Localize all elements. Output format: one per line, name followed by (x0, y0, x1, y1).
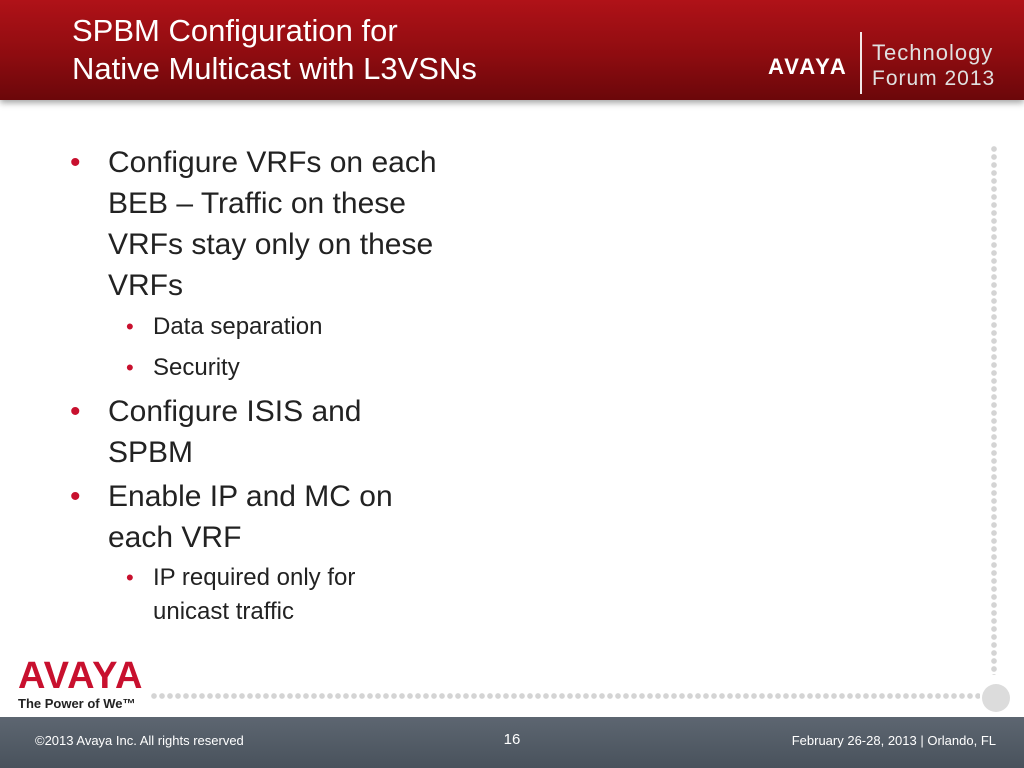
bullet-configure-isis: • Configure ISIS and SPBM (70, 391, 510, 473)
header-bar: SPBM Configuration for Native Multicast … (0, 0, 1024, 100)
bullet-marker: • (70, 395, 81, 428)
avaya-logo: AVAYA The Power of We™ (18, 655, 143, 711)
bullet-configure-vrfs: • Configure VRFs on each BEB – Traffic o… (70, 142, 510, 306)
header-avaya-logo: AVAYA (768, 54, 848, 79)
event-name-line-2: Forum 2013 (872, 67, 996, 90)
event-name-line-1: Technology (872, 40, 994, 65)
title-line-2: Native Multicast with L3VSNs (72, 51, 477, 86)
bullet-marker: • (70, 146, 81, 179)
bullet-line: Configure ISIS and (108, 395, 362, 428)
bullet-line: Configure VRFs on each (108, 146, 437, 179)
bullet-line: BEB – Traffic on these (108, 187, 406, 220)
bullet-line: Enable IP and MC on (108, 480, 393, 513)
decorative-dot-column (990, 145, 998, 675)
footer-event-info: February 26-28, 2013 | Orlando, FL (791, 733, 996, 748)
brand-divider (860, 32, 862, 94)
bullet-enable-ip-mc: • Enable IP and MC on each VRF (70, 476, 510, 558)
event-brand: AVAYA Technology Forum 2013 (768, 30, 1008, 94)
sub-bullet-text: Security (153, 354, 240, 381)
bullet-line: IP required only for (153, 564, 356, 591)
bullet-marker: • (70, 480, 81, 513)
sub-bullet-data-separation: • Data separation (70, 309, 510, 344)
sub-bullet-text: Data separation (153, 313, 323, 340)
bullet-line: unicast traffic (153, 598, 294, 625)
footer-bar: ©2013 Avaya Inc. All rights reserved 16 … (0, 717, 1024, 768)
sub-bullet-ip-required: • IP required only for unicast traffic (70, 561, 510, 629)
sub-bullet-marker: • (126, 565, 134, 590)
bullet-line: VRFs stay only on these (108, 228, 434, 261)
bullet-line: SPBM (108, 436, 194, 469)
sub-bullet-marker: • (126, 355, 134, 380)
sub-bullet-security: • Security (70, 350, 510, 385)
decorative-dot-line (150, 692, 980, 700)
logo-tagline: The Power of We™ (18, 696, 136, 711)
page-number: 16 (503, 731, 521, 748)
footer-copyright: ©2013 Avaya Inc. All rights reserved (35, 733, 244, 748)
slide-title: SPBM Configuration for Native Multicast … (72, 12, 477, 88)
sub-bullet-marker: • (126, 314, 134, 339)
bullet-line: VRFs (108, 269, 183, 302)
bullet-list: • Configure VRFs on each BEB – Traffic o… (70, 142, 510, 635)
decorative-circle (982, 684, 1010, 712)
title-line-1: SPBM Configuration for (72, 13, 398, 48)
bullet-line: each VRF (108, 521, 242, 554)
logo-wordmark: AVAYA (18, 655, 144, 697)
